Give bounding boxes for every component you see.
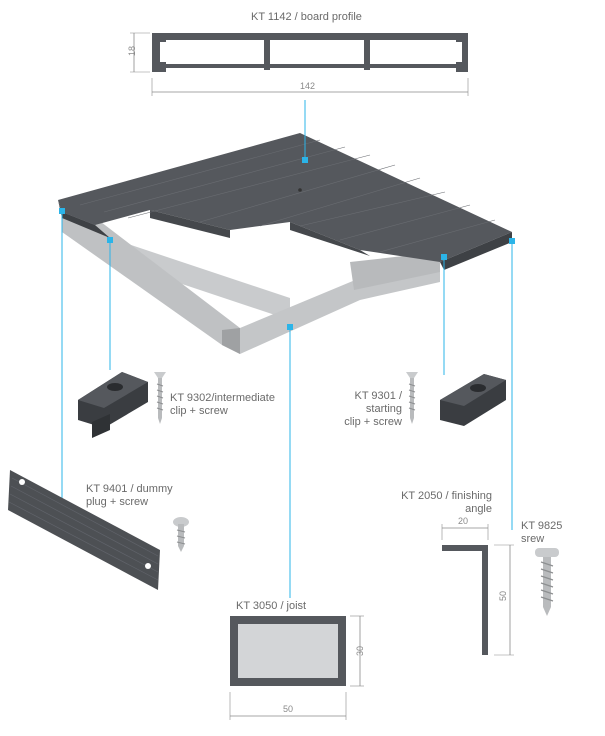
label-screw-line1: KT 9825 xyxy=(521,520,563,532)
deck-step-edge-2 xyxy=(290,222,370,256)
finishing-angle-shape xyxy=(442,545,488,655)
leader-markers xyxy=(59,157,515,330)
label-starting-line2: clip + screw xyxy=(344,416,402,428)
frame-crossbar xyxy=(350,252,440,290)
intermediate-clip-hole xyxy=(107,383,123,391)
label-screw-line2: srew xyxy=(521,533,545,545)
label-board-profile: KT 1142 / board profile xyxy=(251,11,362,23)
label-dummy-line1: KT 9401 / dummy xyxy=(86,483,173,495)
dim-angle-top: 20 xyxy=(458,516,469,526)
dim-profile-height: 18 xyxy=(127,46,137,57)
label-finishing-line1: KT 2050 / finishing xyxy=(401,490,492,502)
joist-inner xyxy=(238,624,338,678)
label-starting-clip: KT 9301 / starting clip + screw xyxy=(316,390,402,429)
starting-screw xyxy=(406,372,418,424)
label-starting-line1: KT 9301 / starting xyxy=(354,390,403,415)
label-finishing-angle: KT 2050 / finishing angle xyxy=(396,490,492,516)
deck-step-edge xyxy=(150,210,230,238)
intermediate-screw xyxy=(154,372,166,424)
dummy-screw xyxy=(173,517,189,552)
dim-profile-width: 142 xyxy=(300,81,316,91)
finishing-screw xyxy=(535,548,559,616)
board-profile xyxy=(130,32,469,96)
leader-lines xyxy=(61,100,513,598)
frame-left-joist xyxy=(62,210,290,320)
deck-board-seams xyxy=(79,139,496,253)
dummy-plug-grain xyxy=(8,477,159,581)
finishing-angle xyxy=(441,524,514,656)
label-intermediate-line1: KT 9302/intermediate xyxy=(170,392,275,404)
dim-angle-side: 50 xyxy=(498,591,508,602)
dummy-plug-hole-left xyxy=(19,479,25,485)
marker-joist xyxy=(287,324,293,330)
dim-joist-height: 30 xyxy=(355,646,365,657)
board-profile-shape xyxy=(152,33,468,72)
marker-starting xyxy=(441,254,447,260)
joist-profile xyxy=(229,615,364,720)
deck-edge-left xyxy=(58,200,110,238)
marker-finishing xyxy=(509,238,515,244)
label-joist: KT 3050 / joist xyxy=(236,600,307,612)
marker-intermediate xyxy=(107,237,113,243)
dummy-plug-body xyxy=(8,470,160,590)
label-dummy-line2: plug + screw xyxy=(86,496,149,508)
label-dummy-plug: KT 9401 / dummy plug + screw xyxy=(86,483,173,509)
dim-joist-width: 50 xyxy=(283,704,294,714)
starting-clip xyxy=(440,374,506,426)
dummy-plug-hole-right xyxy=(145,563,151,569)
deck-surface xyxy=(58,133,512,262)
label-finishing-screw: KT 9825 srew xyxy=(521,520,562,546)
marker-dummy xyxy=(59,208,65,214)
dummy-plug xyxy=(8,470,160,590)
label-intermediate-clip: KT 9302/intermediate clip + screw xyxy=(170,392,275,418)
intermediate-clip-tab xyxy=(92,414,110,438)
frame-corner xyxy=(222,328,240,354)
deck-screw-hole xyxy=(298,188,302,192)
board-profile-bottom xyxy=(152,64,468,68)
frame-front-joist xyxy=(62,206,240,354)
intermediate-clip xyxy=(78,372,148,438)
deck-assembly xyxy=(58,133,512,354)
label-finishing-line2: angle xyxy=(465,503,492,515)
label-intermediate-line2: clip + screw xyxy=(170,405,228,417)
deck-edge-right xyxy=(440,232,512,270)
starting-clip-hole xyxy=(470,384,486,392)
marker-board xyxy=(302,157,308,163)
